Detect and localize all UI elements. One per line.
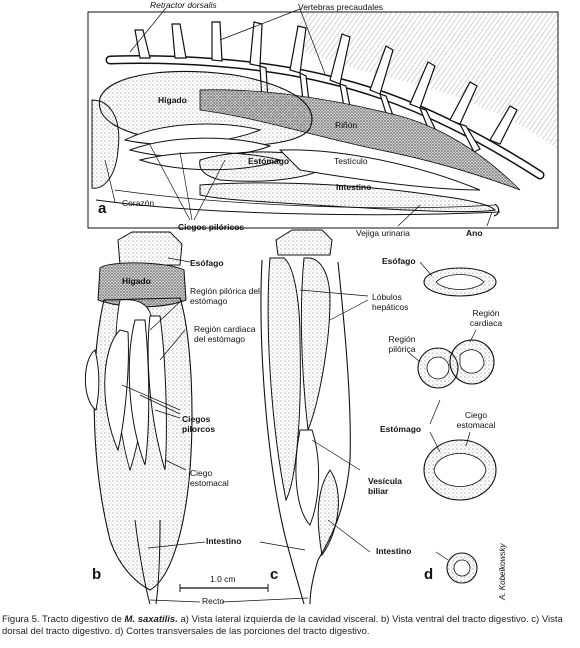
label-retractor-dorsalis: Retractor dorsalis [150, 0, 217, 10]
label-vejiga-urinaria: Vejiga urinaria [356, 228, 410, 238]
label-region-cardiaca-d: Región cardiaca [469, 308, 503, 328]
figure-caption: Figura 5. Tracto digestivo de M. saxatil… [2, 614, 578, 638]
label-region-pilorica-d: Región pilórica [388, 334, 416, 354]
label-ciego-estomacal-b: Ciego estomacal [190, 468, 229, 488]
label-corazon: Corazón [122, 198, 155, 208]
label-recto: Recto [202, 596, 225, 606]
label-testiculo: Testículo [334, 156, 368, 166]
label-ciego-estomacal-d: Ciego estomacal [456, 410, 496, 430]
panel-letter-a: a [98, 200, 107, 217]
label-intestino-b: Intestino [206, 536, 242, 546]
scale-bar [179, 584, 269, 592]
label-lobulos-hepaticos: Lóbulos hepáticos [372, 292, 409, 312]
label-vesicula-biliar: Vesícula biliar [368, 476, 403, 496]
label-estomago-a: Estómago [248, 156, 290, 166]
panel-letter-d: d [424, 566, 434, 583]
panel-letter-c: c [270, 566, 279, 583]
label-esofago-b: Esófago [190, 258, 224, 268]
label-region-pilorica-b: Región pilórica del estómago [190, 286, 260, 306]
label-vertebras-precaudales: Vertebras precaudales [298, 2, 384, 12]
label-rinon: Riñón [335, 120, 358, 130]
label-intestino-a: Intestino [336, 182, 372, 192]
label-esofago-d: Esófago [382, 256, 416, 266]
panel-b-ventral-view [84, 231, 206, 605]
label-region-cardiaca-b: Región cardiaca del estómago [194, 324, 256, 344]
label-ciegos-piloricos-b: Ciegos pilorcos [182, 414, 216, 434]
label-estomago-d: Estómago [380, 424, 422, 434]
label-ano: Ano [466, 228, 483, 238]
label-intestino-c: Intestino [376, 546, 412, 556]
panel-c-dorsal-view [221, 229, 371, 605]
artist-signature: A. Kobelkowsky [498, 543, 507, 600]
caption-species: M. saxatilis. [124, 614, 178, 625]
panel-d-cross-sections [407, 261, 497, 584]
caption-prefix: Figura 5. Tracto digestivo de [2, 614, 125, 625]
label-higado-a: Hígado [158, 95, 187, 105]
panel-letter-b: b [92, 566, 102, 583]
label-higado-b: Hígado [122, 276, 151, 286]
label-ciegos-piloricos-a: Ciegos pilóricos [178, 222, 245, 232]
scale-bar-label: 1.0 cm [210, 574, 236, 584]
panel-a-lateral-view [87, 7, 559, 229]
caption-text: a) Vista lateral izquierda de la cavidad… [2, 614, 563, 637]
